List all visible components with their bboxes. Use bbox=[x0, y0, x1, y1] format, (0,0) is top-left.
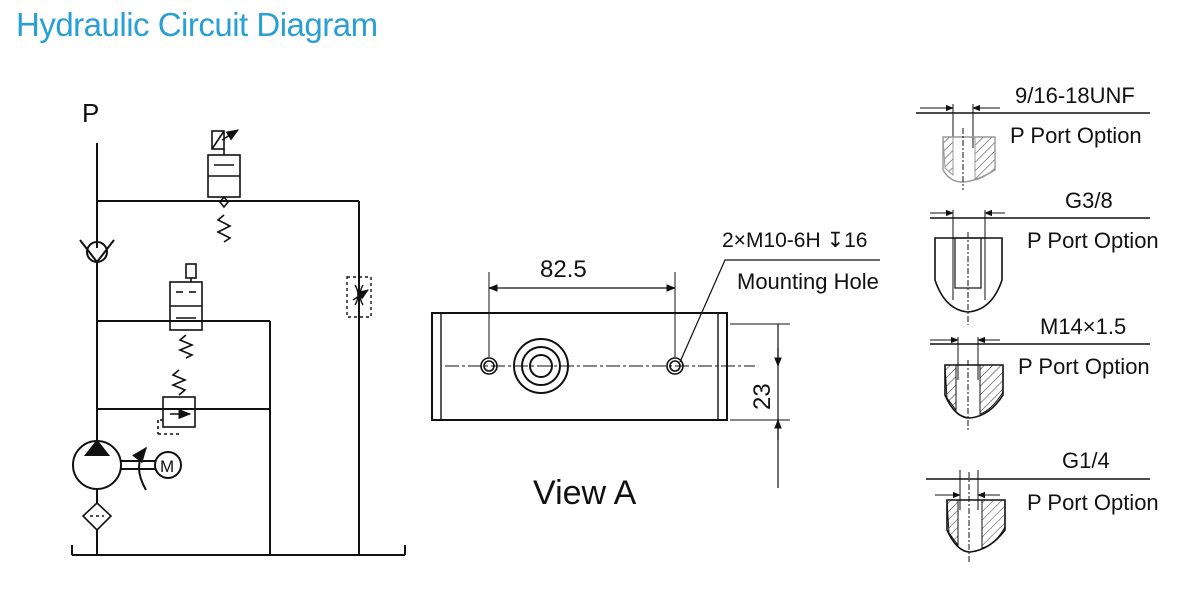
port-option-2-label: P Port Option bbox=[1027, 228, 1159, 253]
dim-height-label: 23 bbox=[749, 383, 776, 410]
port-option-3-thread: M14×1.5 bbox=[1040, 314, 1126, 339]
port-option-3: M14×1.5 P Port Option bbox=[930, 314, 1150, 430]
hole-spec-label: 2×M10-6H ↧16 bbox=[722, 229, 867, 252]
mounting-hole-right bbox=[666, 357, 684, 375]
solenoid-valve-top-icon bbox=[207, 129, 241, 243]
relief-valve-icon bbox=[157, 369, 196, 435]
check-valve-icon bbox=[79, 239, 115, 263]
port-option-2: G3/8 P Port Option bbox=[930, 188, 1159, 325]
view-a-drawing: 82.5 23 2×M10-6H ↧16 Mounting Hole View … bbox=[431, 229, 880, 512]
port-option-4-label: P Port Option bbox=[1027, 490, 1159, 515]
motor-label: M bbox=[160, 457, 174, 476]
port-option-1: 9/16-18UNF P Port Option bbox=[916, 83, 1150, 190]
page-title: Hydraulic Circuit Diagram bbox=[16, 6, 378, 43]
solenoid-valve-middle-icon bbox=[169, 263, 203, 359]
port-p-icon bbox=[513, 338, 569, 394]
mounting-hole-left bbox=[480, 357, 498, 375]
port-option-1-thread: 9/16-18UNF bbox=[1015, 83, 1135, 108]
port-option-4: G1/4 P Port Option bbox=[926, 448, 1159, 562]
port-p-label: P bbox=[82, 98, 99, 128]
dim-width-label: 82.5 bbox=[540, 256, 587, 283]
mounting-hole-label: Mounting Hole bbox=[737, 269, 879, 294]
port-option-1-label: P Port Option bbox=[1010, 123, 1142, 148]
port-options: 9/16-18UNF P Port Option G3/8 P Port Opt… bbox=[916, 83, 1159, 562]
filter-icon bbox=[81, 501, 113, 532]
hydraulic-circuit: P bbox=[71, 98, 406, 556]
throttle-valve-icon bbox=[346, 276, 372, 318]
view-a-caption: View A bbox=[533, 474, 637, 512]
motor-icon: M bbox=[154, 451, 182, 479]
port-option-3-label: P Port Option bbox=[1018, 354, 1150, 379]
pump-icon bbox=[72, 439, 155, 491]
port-option-2-thread: G3/8 bbox=[1065, 188, 1113, 213]
port-option-4-thread: G1/4 bbox=[1062, 448, 1110, 473]
